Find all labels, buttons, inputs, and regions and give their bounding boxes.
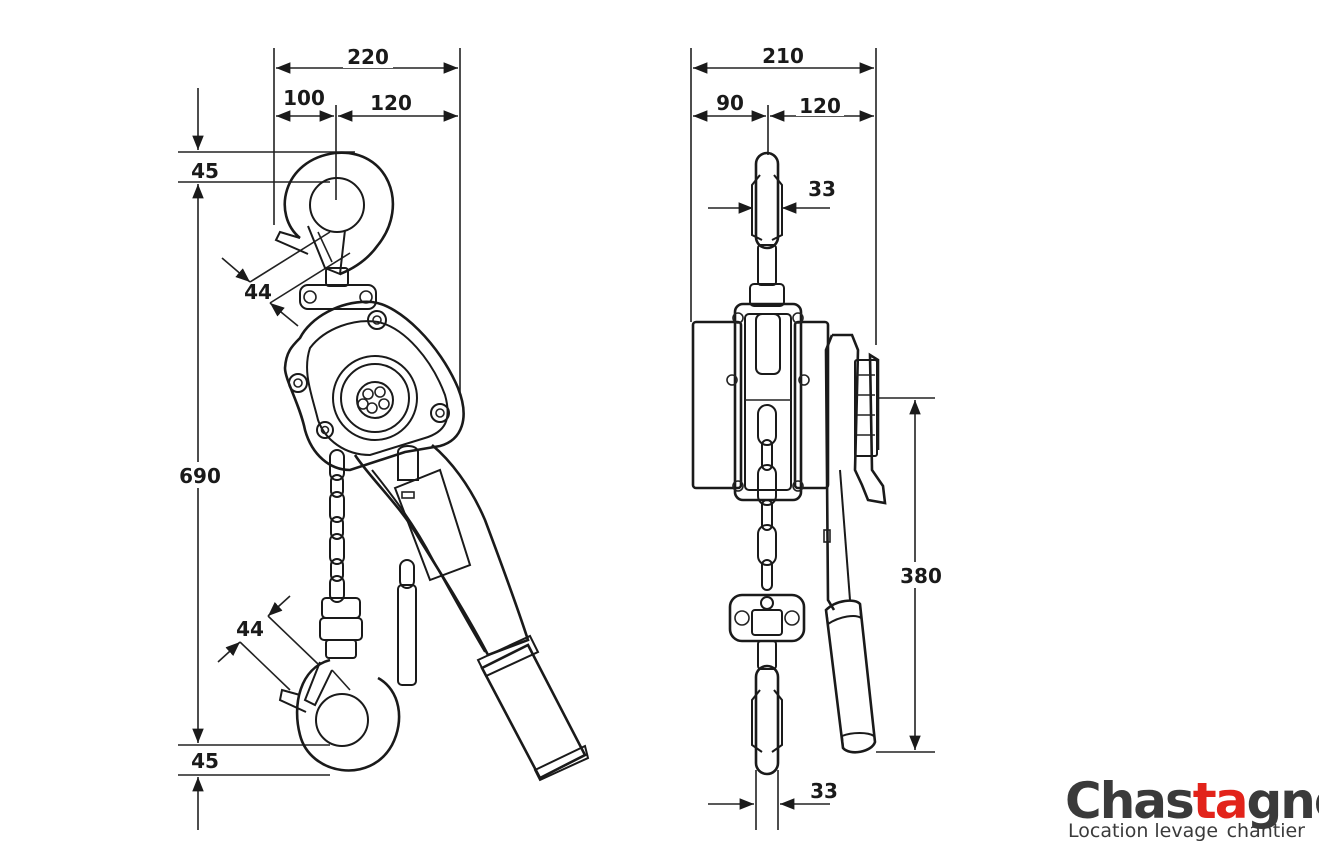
brand-logo: Chastagner Location levage chantier: [1065, 772, 1319, 842]
top-block: [299, 284, 377, 310]
lever-handle: [353, 444, 590, 782]
dim-upper-hook-opening: 44: [221, 231, 351, 327]
dim-side-split-width: 90 120: [693, 91, 874, 122]
dim-lower-hook-opening: 44: [217, 595, 319, 691]
side-bottom-block: [728, 593, 806, 643]
dim-handle-length: 380: [896, 400, 946, 750]
side-lower-hook: [751, 640, 783, 776]
dim-overall-width: 220: [276, 45, 458, 74]
dim-100-label: 100: [283, 86, 325, 110]
dim-210-label: 210: [762, 44, 804, 68]
dim-90-label: 90: [716, 91, 744, 115]
hoist-body: [283, 300, 465, 472]
side-upper-hook: [749, 151, 785, 307]
lower-hook: [278, 658, 401, 772]
front-view: 220 100 120 690 45 45 44: [176, 45, 590, 830]
dim-side-120-label: 120: [799, 94, 841, 118]
upper-hook: [274, 151, 395, 287]
bottom-block: [319, 597, 363, 659]
side-lever-handle: [823, 333, 887, 754]
load-chain: [329, 449, 417, 686]
dim-upper-hook-thickness: 33: [708, 177, 836, 214]
dim-45-top-label: 45: [191, 159, 219, 183]
dim-total-height: 690 45 45: [176, 88, 224, 830]
dim-120-label: 120: [370, 91, 412, 115]
side-view: 210 90 120 33 33 380: [690, 44, 946, 830]
dim-45-bottom-label: 45: [191, 749, 219, 773]
side-housing: [691, 302, 830, 502]
logo-tagline-left: Location levage: [1068, 820, 1218, 842]
dim-side-overall-width: 210: [693, 44, 874, 74]
dim-44-upper-label: 44: [244, 280, 272, 304]
logo-wordmark: Chastagner: [1065, 772, 1319, 830]
dim-44-lower-label: 44: [236, 617, 264, 641]
dim-split-width: 100 120: [276, 86, 458, 122]
dim-33-lower-label: 33: [810, 779, 838, 803]
dim-690-label: 690: [179, 464, 221, 488]
logo-tagline-right: chantier: [1227, 820, 1306, 842]
dim-380-label: 380: [900, 564, 942, 588]
side-load-chain: [757, 404, 777, 591]
dim-220-label: 220: [347, 45, 389, 69]
dim-lower-hook-thickness: 33: [708, 779, 838, 810]
dim-33-upper-label: 33: [808, 177, 836, 201]
